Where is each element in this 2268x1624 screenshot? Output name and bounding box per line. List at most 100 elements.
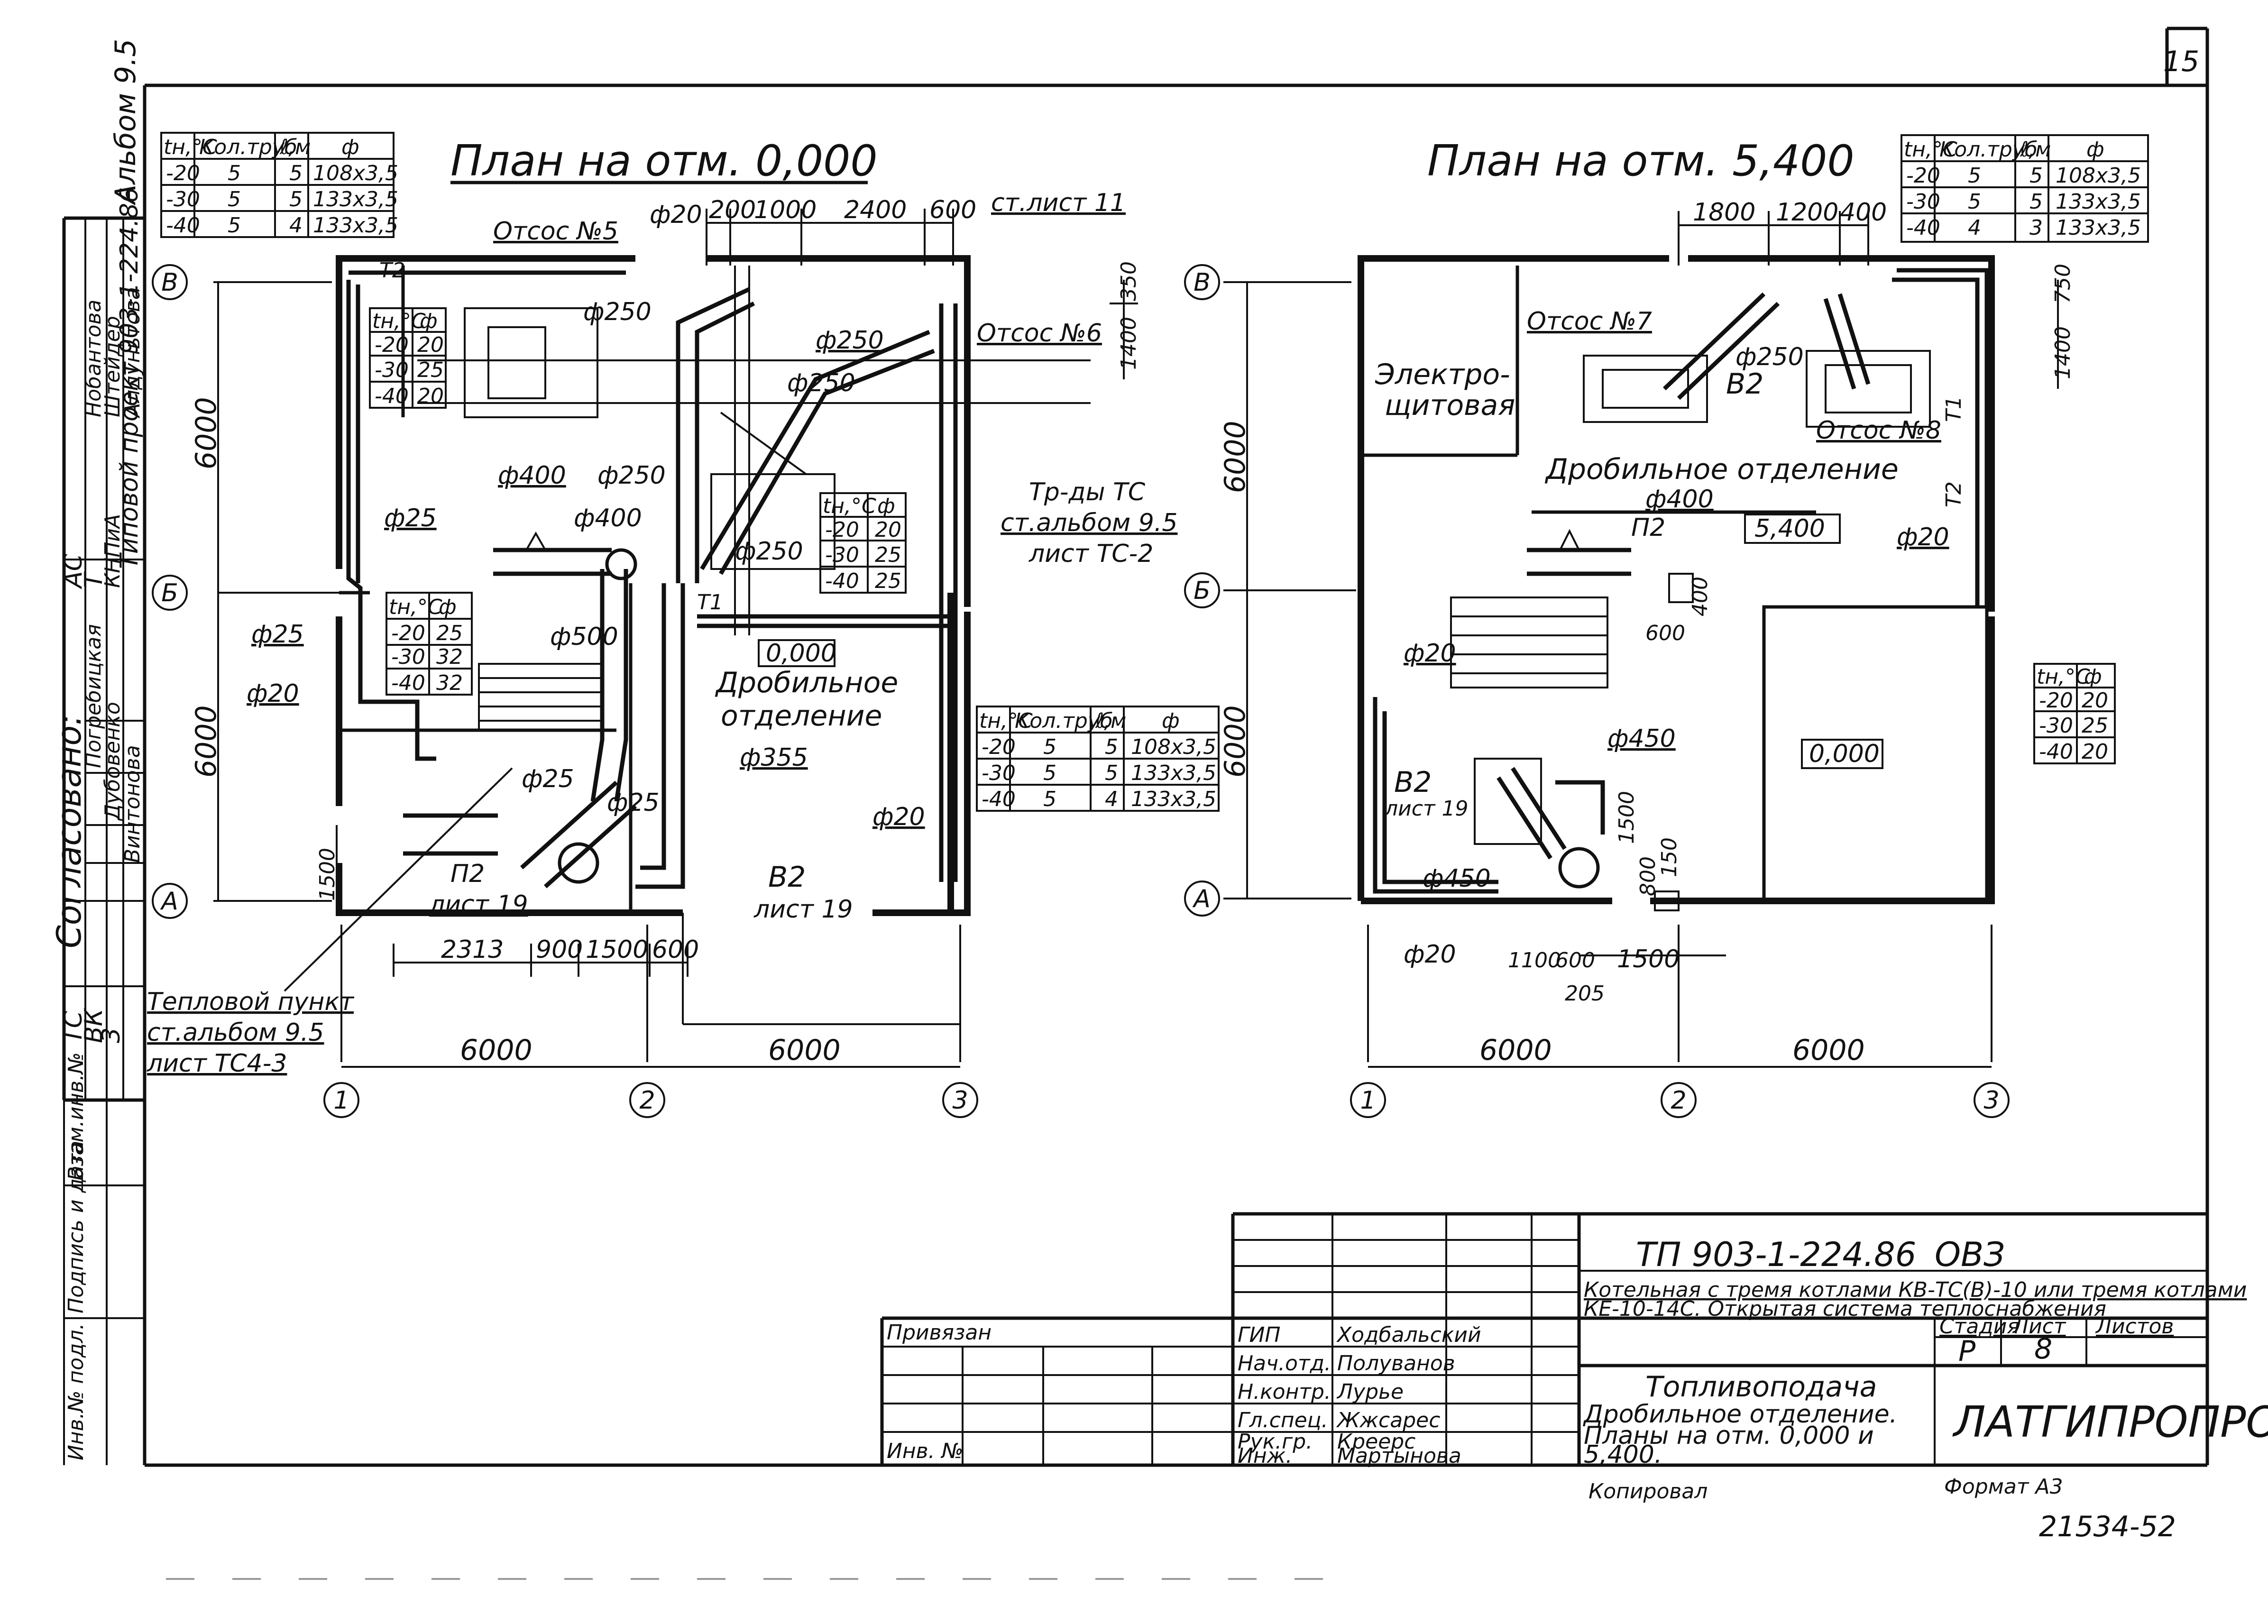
dim-left-bot-2: 900: [536, 936, 583, 964]
dim-right-vert-1: 6000: [1219, 421, 1252, 493]
st-c-r1c0: -30: [825, 543, 859, 567]
level-box-left: [758, 639, 836, 667]
small-table-d: [2033, 663, 2116, 764]
stair-right: [1450, 596, 1608, 688]
dia-left-14: ф25: [607, 789, 660, 817]
level-right-1: 5,400: [1754, 514, 1825, 543]
dim-right-bot-3: 1500: [1617, 945, 1680, 973]
ht-l-r2c3: 133х3,5: [313, 213, 398, 238]
ht-m-r0c1: 5: [1043, 735, 1056, 759]
level-box-right: [1744, 514, 1841, 544]
side-name-6: Винтонова: [120, 745, 145, 863]
ht-m-r2c0: -40: [982, 787, 1016, 811]
dia-left-3: ф250: [816, 326, 884, 355]
dim-left-bot-1: 2313: [441, 936, 504, 964]
st-a-r2c1: 20: [417, 384, 444, 408]
dia-left-4: ф250: [787, 369, 855, 397]
plan-right-title: План на отм. 5,400: [1427, 136, 1855, 186]
dia-right-4: ф20: [1404, 639, 1456, 668]
dim-right-axis-2: 6000: [1792, 1034, 1865, 1067]
axis-left-row-v: В: [161, 268, 178, 297]
ht-r-r1c2: 5: [2029, 190, 2043, 214]
tb-role-5: Рук.гр.: [1238, 1430, 1313, 1454]
tb-drawing-3: 5,400.: [1584, 1440, 1662, 1469]
st-b-h1: ф: [439, 595, 457, 619]
st-a-h1: ф: [420, 309, 438, 333]
st-d-r1c0: -30: [2039, 714, 2073, 738]
side-ts: ТС: [59, 1010, 88, 1043]
axis-left-col-2: 2: [639, 1086, 655, 1115]
otsos-5-label: Отсос №5: [493, 217, 618, 246]
p2-right: П2: [1631, 514, 1665, 542]
dim-left-axis-1: 6000: [460, 1034, 533, 1067]
stair-left: [478, 663, 603, 731]
dia-left-10: ф500: [550, 623, 618, 651]
dim-left-top-1: 200: [709, 196, 756, 224]
ht-r-h0: tн,°C: [1904, 138, 1957, 162]
side-name-3: Алдуньтова: [120, 287, 145, 419]
b2-left: В2: [768, 861, 806, 894]
tb-stage-h: Стадия: [1939, 1314, 2020, 1339]
axis-left-col-3: 3: [952, 1086, 968, 1115]
heat-table-right: [1901, 134, 2149, 243]
t2-right: Т2: [1942, 481, 1966, 507]
axis-right-col-1: 1: [1360, 1086, 1376, 1115]
ht-l-r1c2: 5: [289, 187, 303, 211]
ht-r-r2c3: 133х3,5: [2056, 216, 2141, 240]
dia-left-6: ф250: [597, 461, 666, 490]
dim-right-bot-4: 205: [1565, 982, 1605, 1006]
side-project: Типовой проект 903-1-224.86: [115, 187, 144, 569]
st-b-r1c0: -30: [391, 645, 425, 669]
dim-right-misc-1: 400: [1688, 577, 1712, 616]
side-vert-2: Подпись и дата: [64, 1141, 88, 1313]
dims-right: [1246, 211, 2059, 1068]
dia-left-5: ф400: [498, 461, 566, 490]
side-vert-1: Инв.№ подл.: [64, 1323, 88, 1460]
st-d-r2c1: 20: [2082, 740, 2108, 764]
dim-left-axis-2: 6000: [768, 1034, 841, 1067]
ht-m-h2: ℓ,м: [1095, 709, 1126, 733]
dia-right-3: ф20: [1897, 523, 1949, 551]
duct-network-left: [403, 287, 935, 889]
dia-left-13: ф25: [522, 765, 574, 793]
ht-r-r0c2: 5: [2029, 164, 2043, 188]
dia-left-16: ф20: [872, 803, 925, 831]
tr-dy-label-3: лист ТС-2: [1028, 540, 1153, 568]
tr-dy-label-1: Тр-ды ТС: [1029, 478, 1146, 506]
t1-left: Т1: [697, 590, 723, 615]
tb-sheet-h: Лист: [2012, 1314, 2066, 1339]
electro-2: щитовая: [1385, 389, 1515, 422]
small-table-c: [819, 492, 907, 594]
ht-r-r1c3: 133х3,5: [2056, 190, 2141, 214]
side-name-5: Дубовенко: [101, 702, 125, 821]
st-d-r2c0: -40: [2039, 740, 2073, 764]
st-a-r2c0: -40: [375, 384, 409, 408]
level-box-right-2: [1801, 739, 1883, 769]
dim-right-bot-1: 1100: [1508, 948, 1561, 973]
tb-privyazan: Привязан: [887, 1321, 992, 1345]
ht-l-r0c2: 5: [289, 161, 303, 185]
tb-sheet: 8: [2034, 1332, 2052, 1366]
tb-drawing-2: Планы на отм. 0,000 и: [1584, 1422, 1874, 1450]
axis-right-row-a: А: [1192, 885, 1211, 913]
side-name-2: Штейдер: [101, 316, 125, 417]
ht-r-h2: ℓ,м: [2020, 138, 2051, 162]
ht-m-r1c2: 5: [1105, 761, 1118, 785]
ht-l-h0: tн,°C: [164, 135, 217, 159]
st-c-r0c1: 20: [875, 518, 901, 542]
tp-label-3: лист ТС4-3: [147, 1049, 287, 1078]
t2-left: Т2: [379, 258, 405, 283]
ht-m-r0c2: 5: [1105, 735, 1118, 759]
ht-l-r1c1: 5: [228, 187, 241, 211]
tb-stage: Р: [1958, 1335, 1976, 1368]
ht-l-r1c3: 133х3,5: [313, 187, 398, 211]
dia-left-9: ф250: [735, 537, 803, 566]
st-list-label: ст.лист 11: [991, 189, 1126, 217]
side-name-1: Нобантова: [82, 300, 106, 417]
side-album: Альбом 9.5: [109, 39, 142, 206]
ht-r-r2c1: 4: [1968, 216, 1981, 240]
ht-m-r0c0: -20: [982, 735, 1016, 759]
st-b-r0c1: 25: [436, 621, 463, 645]
sheet-number: 15: [2163, 45, 2199, 78]
